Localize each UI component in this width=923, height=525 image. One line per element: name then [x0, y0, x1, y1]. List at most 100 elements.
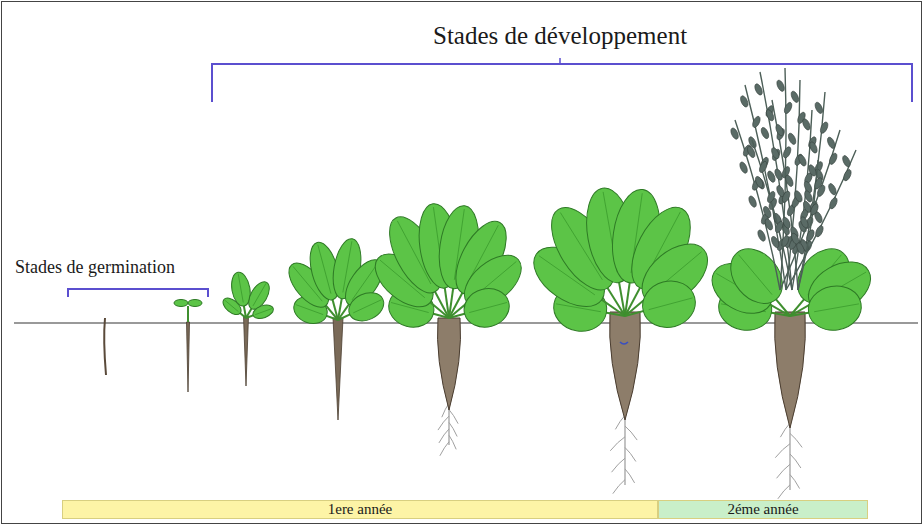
flower-stalk: [745, 85, 786, 290]
leaf-vein: [253, 283, 266, 306]
seed-cluster: [814, 224, 825, 237]
seed-cluster: [781, 190, 792, 203]
seed-cluster: [826, 136, 837, 149]
root: [333, 318, 343, 420]
year-label: 1ere année: [328, 501, 393, 518]
seed-cluster: [790, 90, 801, 103]
seed-cluster: [819, 121, 830, 134]
leaf: [805, 282, 865, 335]
leaf-vein: [469, 302, 507, 312]
seed-cluster: [766, 190, 777, 203]
seed-cluster: [827, 182, 838, 195]
seed-cluster: [842, 168, 853, 181]
fine-root: [625, 469, 635, 483]
radicle: [104, 318, 106, 375]
seed-cluster: [746, 145, 757, 158]
fine-root: [778, 485, 790, 499]
year-band: 2éme année: [658, 500, 868, 519]
plant-stages: [104, 68, 879, 499]
seed-cluster: [828, 196, 839, 209]
leaf-vein: [814, 304, 859, 312]
seed-cluster: [773, 168, 784, 181]
seed-cluster: [764, 218, 775, 231]
fine-root: [449, 423, 457, 437]
leaf-vein: [255, 308, 272, 314]
leaf: [637, 275, 700, 333]
flower-stalk: [772, 100, 798, 290]
seed-cluster: [762, 205, 773, 218]
fine-root: [780, 423, 790, 437]
fine-root: [610, 437, 625, 451]
seed-cluster: [782, 146, 793, 159]
fine-root: [612, 458, 625, 472]
root: [187, 322, 190, 392]
seed-cluster: [814, 101, 825, 114]
seed-cluster: [805, 229, 816, 242]
fine-root: [439, 429, 449, 443]
leaf-vein: [649, 298, 693, 310]
seed-cluster: [807, 164, 818, 177]
beet-root: [437, 318, 460, 410]
seed-cluster: [729, 127, 740, 140]
seed-cluster: [747, 195, 758, 208]
seed-cluster: [793, 190, 804, 203]
cotyledon: [174, 300, 188, 307]
seed-cluster: [775, 79, 786, 92]
seed-cluster: [754, 175, 765, 188]
fine-root: [790, 433, 802, 447]
flower-stalk: [780, 130, 840, 290]
seed-cluster: [828, 152, 839, 165]
seed-cluster: [774, 123, 785, 136]
seed-cluster: [801, 118, 812, 131]
flower-stalk: [786, 150, 856, 290]
seed-cluster: [795, 242, 806, 255]
leaf: [460, 284, 514, 333]
fine-root: [790, 454, 801, 468]
year-label: 2éme année: [727, 501, 798, 518]
leaf: [251, 302, 275, 321]
stage-heading: Stades de développement: [433, 22, 687, 50]
seed-cluster: [797, 154, 808, 167]
beet-root: [775, 312, 806, 428]
fine-root: [449, 435, 456, 449]
seed-cluster: [808, 141, 819, 154]
seed-cluster: [753, 83, 764, 96]
flower-stalk: [798, 160, 818, 290]
seed-cluster: [774, 220, 785, 233]
seed-cluster: [770, 235, 781, 248]
fine-root: [790, 475, 800, 489]
cotyledon: [188, 300, 202, 307]
leaf-vein: [353, 300, 381, 313]
flower-stalk: [752, 140, 792, 290]
root: [244, 316, 249, 386]
seed-cluster: [783, 101, 794, 114]
stem: [187, 306, 189, 322]
seed-cluster: [765, 108, 776, 121]
fine-root: [449, 410, 458, 424]
bracket-tick: [559, 58, 561, 64]
seed-cluster: [770, 146, 781, 159]
seed-cluster: [809, 203, 820, 216]
beet-root: [610, 312, 641, 420]
seed-cluster: [803, 190, 814, 203]
seed-cluster: [756, 229, 767, 242]
fine-root: [438, 416, 449, 430]
seed-cluster: [760, 126, 771, 139]
seed-cluster: [787, 132, 798, 145]
fine-root: [625, 426, 637, 440]
seed-cluster: [758, 160, 769, 173]
seed-cluster: [784, 174, 795, 187]
leaf-vein: [739, 255, 772, 295]
seed-cluster: [739, 95, 750, 108]
mark: [620, 342, 628, 344]
seed-cluster: [738, 161, 749, 174]
leaf: [344, 287, 388, 326]
seed-cluster: [813, 177, 824, 190]
fine-root: [440, 442, 449, 456]
fine-root: [613, 480, 625, 494]
fine-root: [775, 444, 790, 458]
bracket: [68, 289, 208, 297]
bracket: [212, 64, 912, 102]
seed-cluster: [751, 115, 762, 128]
